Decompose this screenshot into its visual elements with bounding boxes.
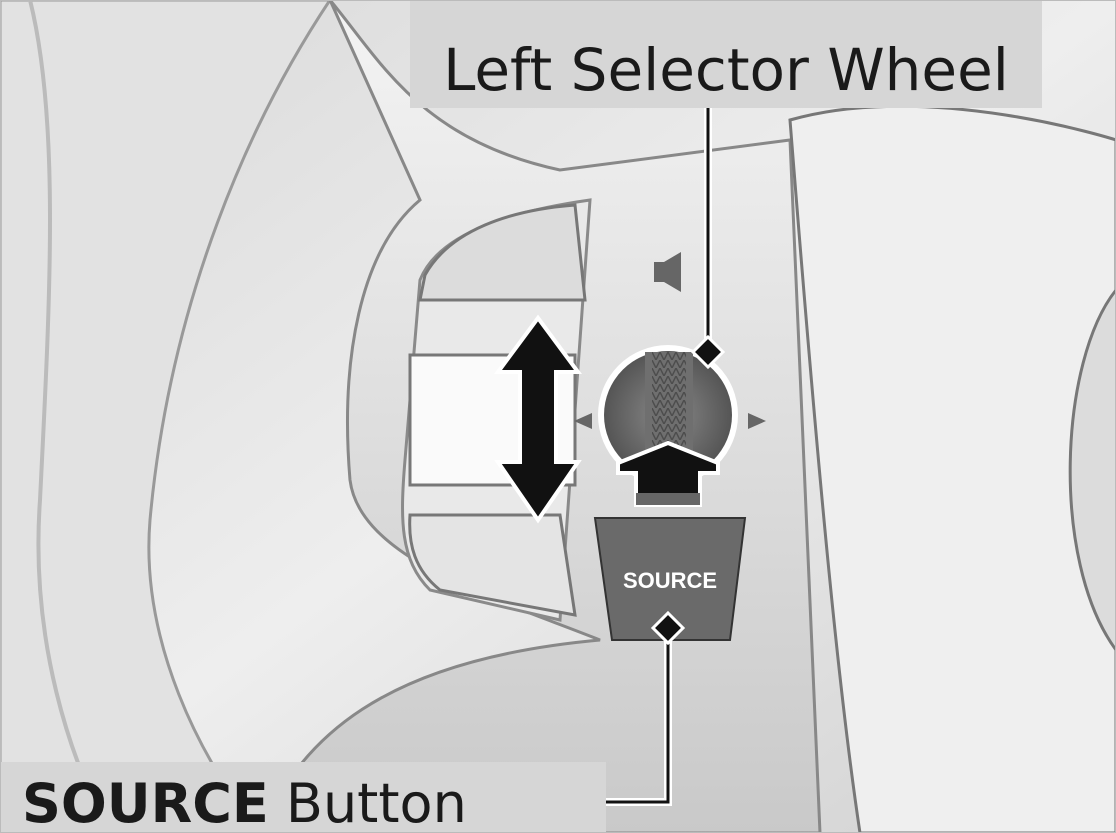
upper-button[interactable]	[418, 203, 587, 302]
selector-wheel-label: Left Selector Wheel	[443, 36, 1009, 104]
source-button-label: SOURCE	[623, 568, 717, 593]
source-button-caption: SOURCE Button	[22, 772, 467, 833]
push-arrow-icon	[616, 440, 720, 507]
source-button-callout: SOURCE Button	[0, 762, 606, 833]
source-caption-bold: SOURCE	[22, 772, 269, 833]
up-down-arrow-icon	[494, 314, 582, 524]
speaker-icon	[654, 252, 681, 292]
selector-wheel-callout: Left Selector Wheel	[410, 0, 1042, 108]
source-caption-rest: Button	[269, 772, 467, 833]
steering-hub	[788, 104, 1116, 833]
right-arrow-icon	[748, 413, 766, 429]
rim-highlight	[28, 0, 112, 833]
source-button[interactable]: SOURCE	[593, 517, 747, 641]
wheel-rim-left	[0, 0, 332, 833]
left-arrow-icon	[574, 413, 592, 429]
horn-pad-edge	[1068, 289, 1116, 651]
lower-button[interactable]	[408, 513, 577, 617]
selector-wheel-leader	[690, 105, 726, 370]
